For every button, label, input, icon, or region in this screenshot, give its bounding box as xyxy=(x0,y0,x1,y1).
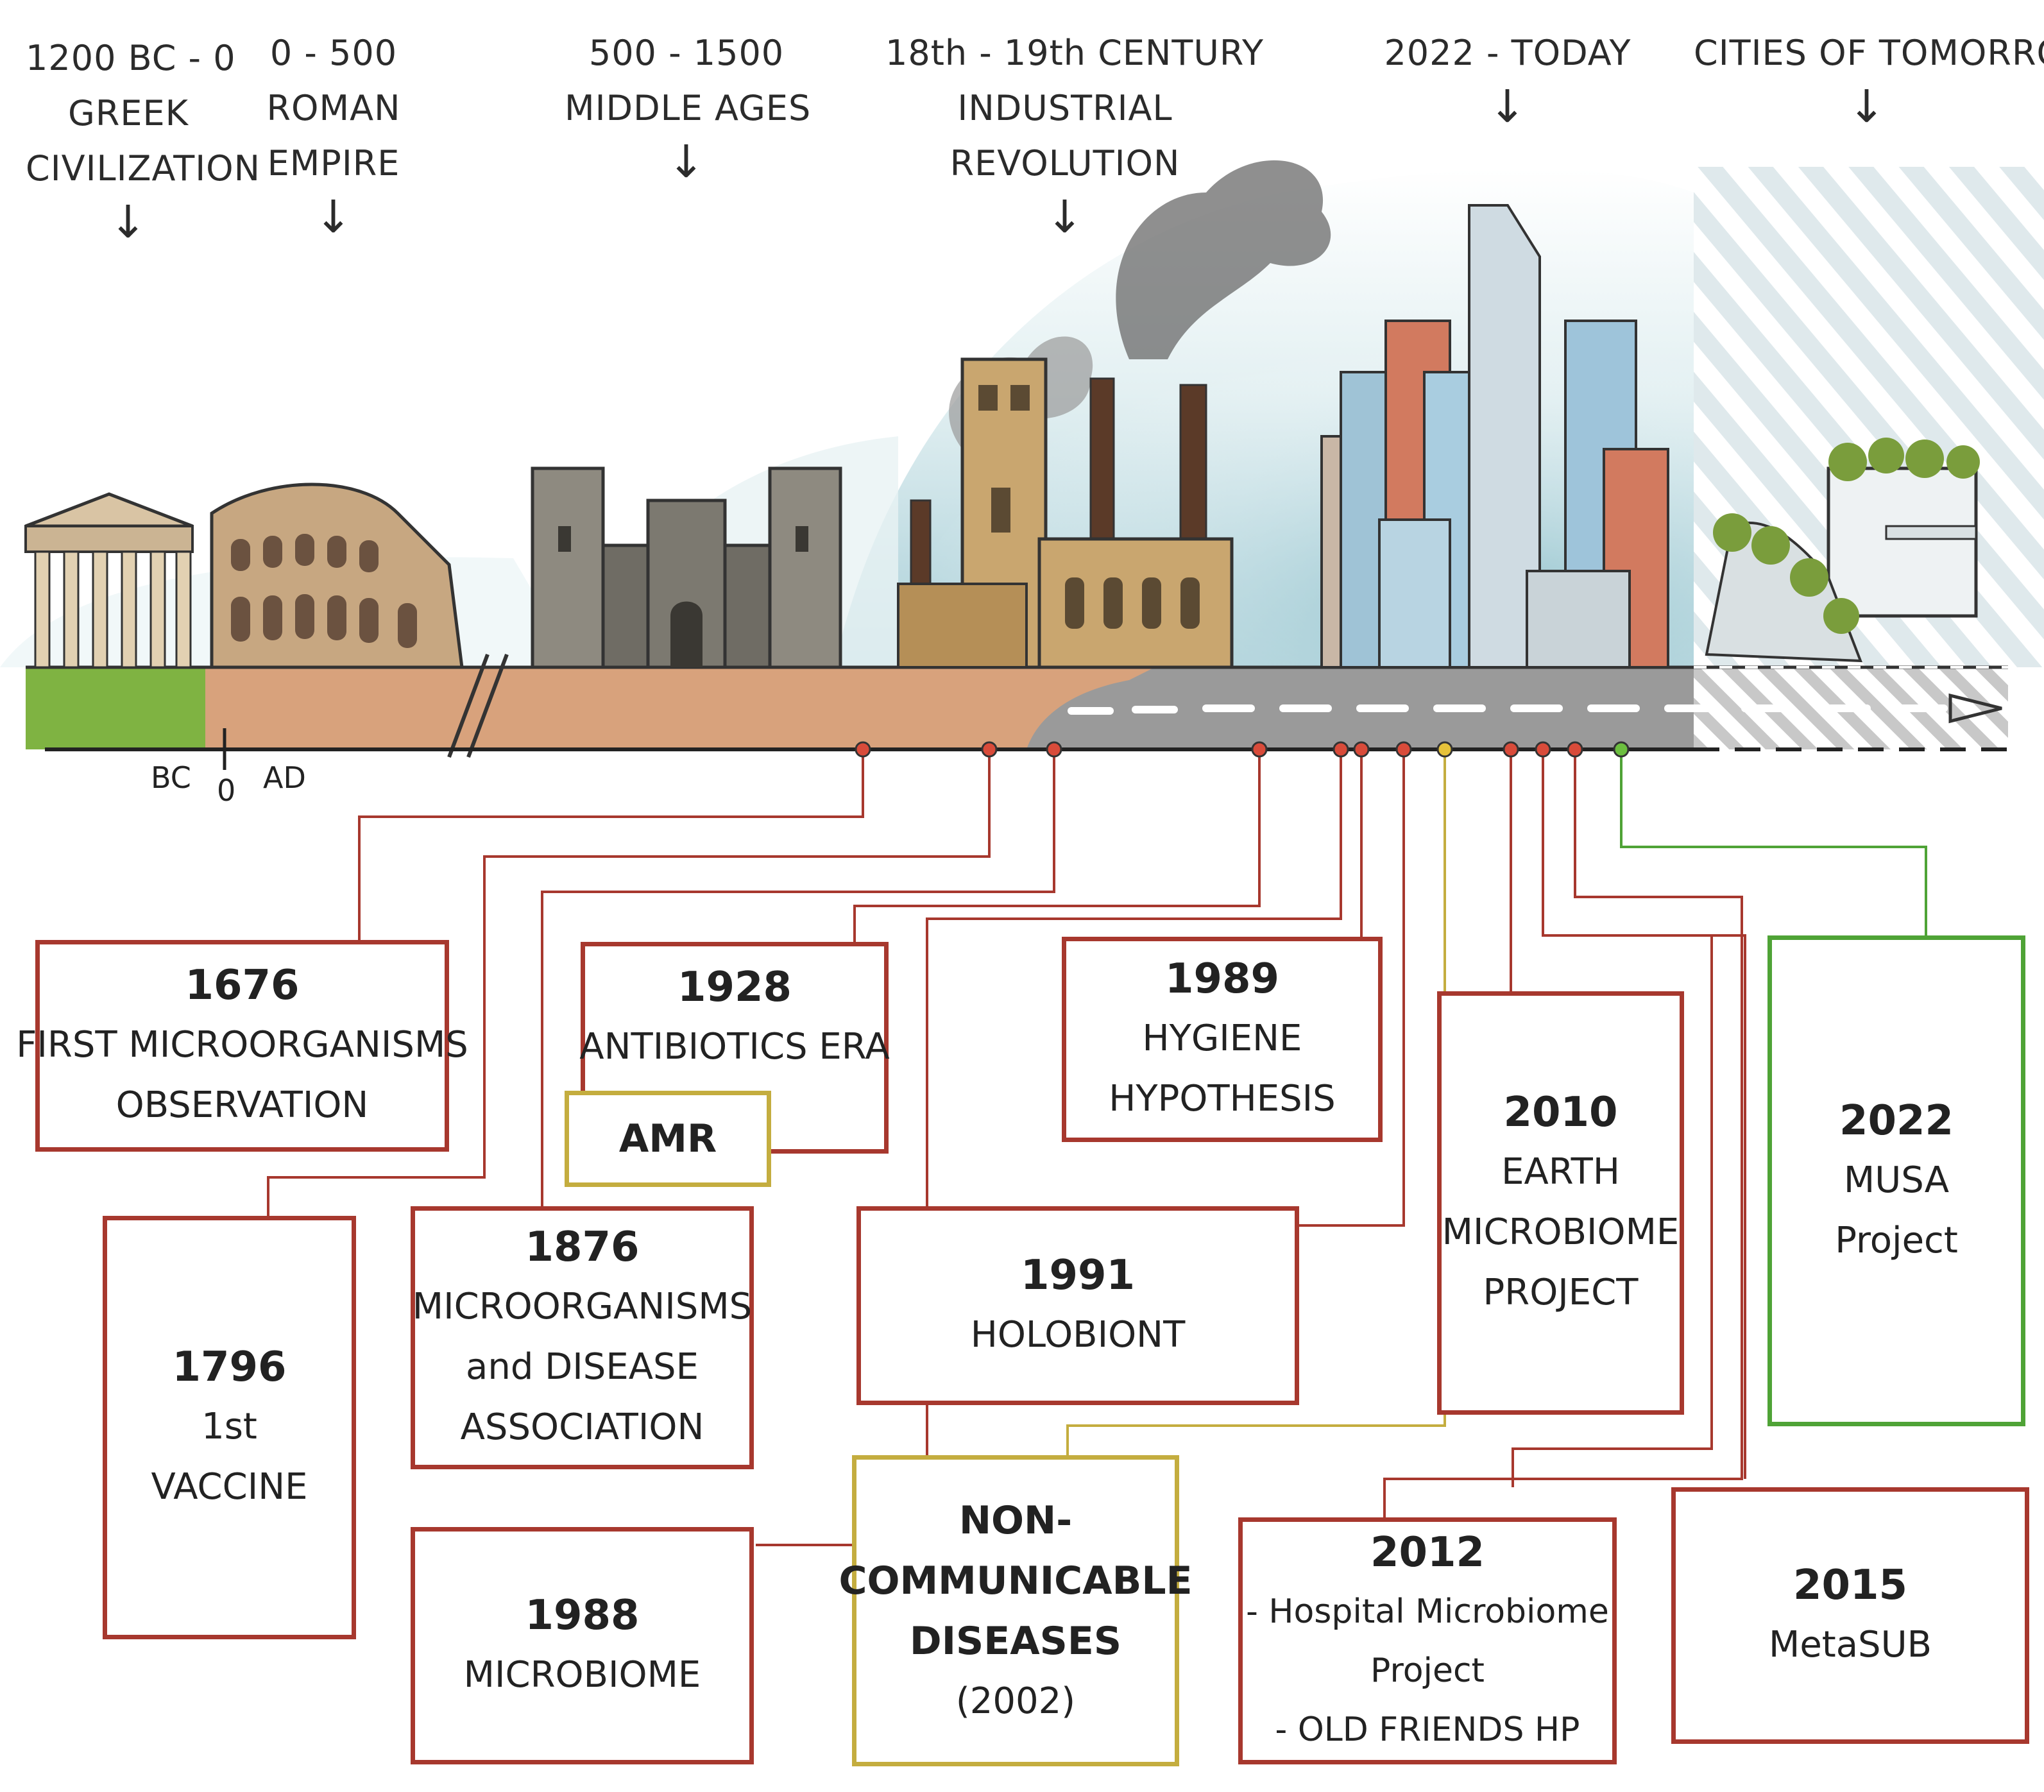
event-box-2022: 2022 MUSA Project xyxy=(1767,935,2025,1426)
city-skyline-illustration xyxy=(1320,204,1669,669)
event-box-1676: 1676 FIRST MICROORGANISMS OBSERVATION xyxy=(16,940,468,1152)
down-arrow-icon: ↓ xyxy=(1488,80,1527,133)
down-arrow-icon: ↓ xyxy=(109,196,148,248)
event-box-2012: 2012 - Hospital Microbiome Project - OLD… xyxy=(1238,1517,1617,1764)
axis-event-markers xyxy=(855,741,1630,758)
era-label-greek: 1200 BC - 0 GREEK CIVILIZATION ↓ xyxy=(26,38,261,248)
future-building-illustration xyxy=(1705,438,1980,663)
colosseum-illustration xyxy=(210,482,464,669)
era-label-industrial-revolution: 18th - 19th CENTURY INDUSTRIAL REVOLUTIO… xyxy=(885,33,1264,243)
event-box-1988: 1988 MICROBIOME xyxy=(411,1527,754,1764)
down-arrow-icon: ↓ xyxy=(1848,80,1886,133)
axis-label-zero: 0 xyxy=(217,773,236,808)
factory-illustration xyxy=(897,160,1331,669)
era-label-today: 2022 - TODAY ↓ xyxy=(1379,26,1636,132)
era-label-middle-ages: 500 - 1500 MIDDLE AGES ↓ xyxy=(565,33,812,188)
era-label-cities-of-tomorrow: CITIES OF TOMORROW ↓ xyxy=(1694,26,2044,133)
event-box-1991: 1991 HOLOBIONT xyxy=(856,1206,1299,1405)
era-label-roman: 0 - 500 ROMAN EMPIRE ↓ xyxy=(257,26,411,243)
ground-strip xyxy=(26,653,2008,758)
axis-label-bc: BC xyxy=(151,760,191,795)
event-box-2015: 2015 MetaSUB xyxy=(1671,1487,2029,1744)
down-arrow-icon: ↓ xyxy=(1046,191,1084,243)
event-box-1796: 1796 1st VACCINE xyxy=(103,1216,356,1639)
greek-temple-illustration xyxy=(24,492,194,669)
event-box-1876: 1876 MICROORGANISMS and DISEASE ASSOCIAT… xyxy=(411,1206,754,1469)
event-box-non-communicable-diseases: NON- COMMUNICABLE DISEASES (2002) xyxy=(839,1455,1193,1766)
event-box-1989: 1989 HYGIENE HYPOTHESIS xyxy=(1062,937,1383,1142)
axis-label-ad: AD xyxy=(263,760,306,795)
event-box-amr: AMR xyxy=(565,1091,771,1187)
down-arrow-icon: ↓ xyxy=(314,191,353,243)
castle-illustration xyxy=(531,466,842,669)
down-arrow-icon: ↓ xyxy=(667,135,706,188)
event-box-2010: 2010 EARTH MICROBIOME PROJECT xyxy=(1437,991,1684,1415)
